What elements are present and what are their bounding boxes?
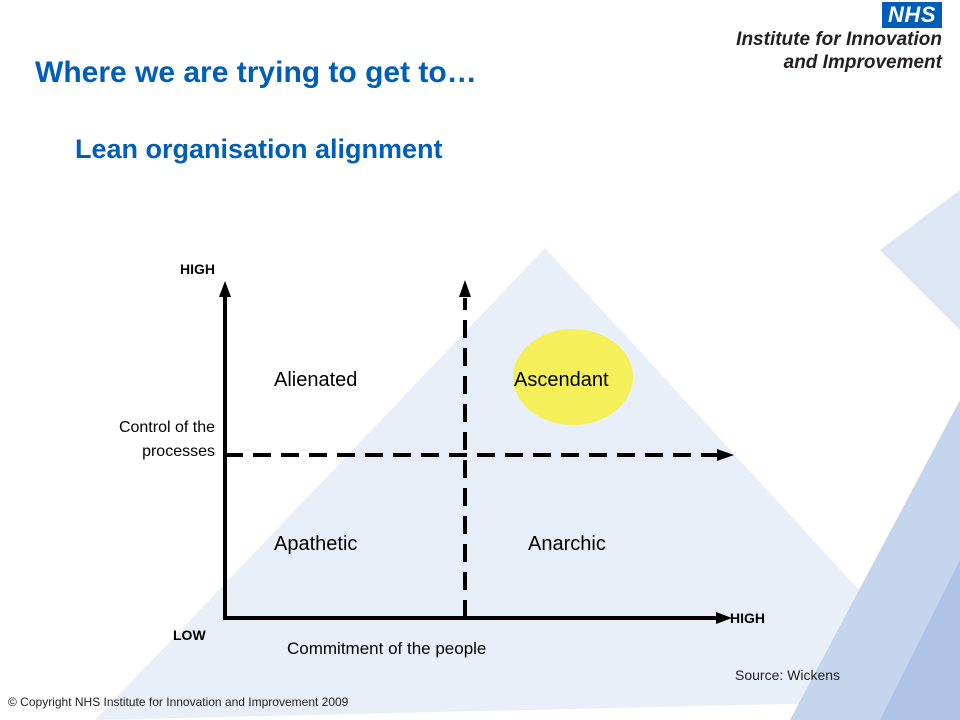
horizontal-divider-arrowhead <box>717 449 734 461</box>
background-triangle <box>880 560 960 720</box>
logo-line-1: Institute for Innovation <box>736 29 942 50</box>
nhs-logo: NHS Institute for Innovation and Improve… <box>722 2 942 74</box>
vertical-divider-arrowhead <box>459 280 471 297</box>
x-axis-high-label: HIGH <box>730 610 765 626</box>
page-title: Where we are trying to get to… <box>35 56 477 89</box>
y-axis-title-line-2: processes <box>142 443 215 460</box>
nhs-badge: NHS <box>882 2 942 28</box>
background-triangle <box>790 400 960 720</box>
x-axis-arrowhead <box>716 612 732 624</box>
y-axis-high-label: HIGH <box>180 261 215 277</box>
quadrant-alienated: Alienated <box>274 369 358 391</box>
y-axis-low-label: LOW <box>173 627 206 643</box>
background-triangle <box>880 190 960 330</box>
quadrant-apathetic: Apathetic <box>274 533 358 555</box>
page-subtitle: Lean organisation alignment <box>75 134 443 164</box>
copyright-footer: © Copyright NHS Institute for Innovation… <box>8 695 349 709</box>
y-axis-title-line-1: Control of the <box>118 419 215 436</box>
x-axis-title: Commitment of the people <box>287 639 487 658</box>
quadrant-ascendant: Ascendant <box>514 369 609 391</box>
y-axis-arrowhead <box>219 281 231 297</box>
y-axis-title: Control of the processes <box>60 416 215 464</box>
background-triangle <box>95 248 960 720</box>
source-credit: Source: Wickens <box>735 667 841 683</box>
quadrant-anarchic: Anarchic <box>528 533 606 555</box>
ascendant-highlight <box>513 329 633 425</box>
logo-line-2: and Improvement <box>783 52 942 73</box>
